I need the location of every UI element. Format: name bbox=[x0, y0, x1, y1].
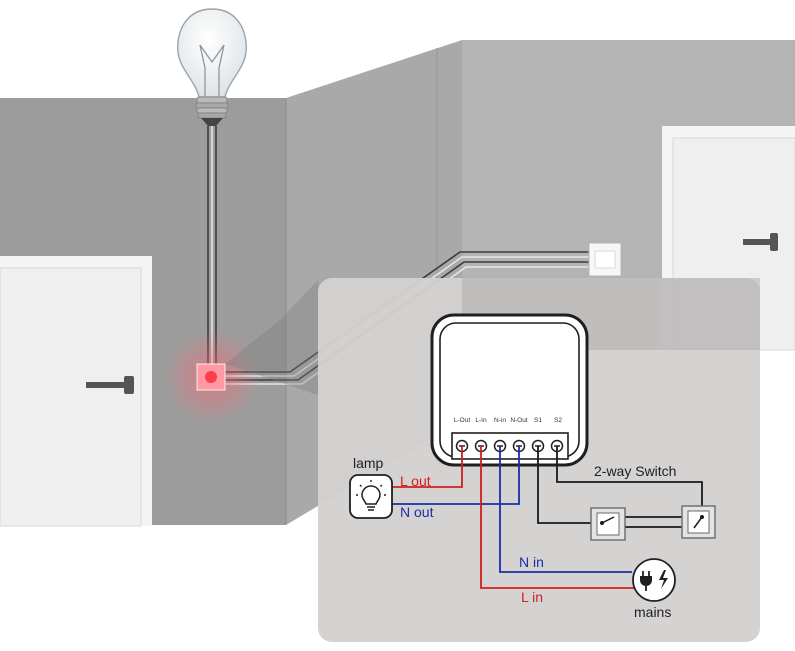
terminal-label-n-in: N-in bbox=[494, 417, 506, 424]
lamp-icon bbox=[349, 474, 393, 519]
terminal-label-n-out: N-Out bbox=[510, 417, 528, 424]
terminal-label-l-out: L-Out bbox=[453, 417, 471, 424]
wall-switch-icon bbox=[588, 242, 622, 277]
module-location-highlight bbox=[164, 329, 260, 425]
door-handle-icon bbox=[743, 233, 778, 251]
two-way-switch-icon bbox=[590, 507, 626, 541]
two-way-switch-icon bbox=[681, 505, 716, 539]
light-bulb-icon bbox=[177, 8, 247, 126]
door-handle-icon bbox=[86, 376, 134, 394]
n-out-label: N out bbox=[400, 504, 434, 520]
l-out-label: L out bbox=[400, 473, 431, 489]
terminal-label-s2: S2 bbox=[554, 417, 562, 424]
terminal-label-l-in: L-In bbox=[475, 417, 487, 424]
n-in-label: N in bbox=[519, 554, 544, 570]
plug-icon bbox=[640, 571, 652, 591]
s1-wire bbox=[537, 446, 596, 524]
l-out-wire bbox=[392, 446, 463, 488]
mains-socket bbox=[632, 558, 676, 602]
n-out-wire bbox=[392, 446, 520, 505]
l-in-label: L in bbox=[521, 589, 544, 605]
lightning-icon bbox=[659, 570, 668, 589]
left-door bbox=[0, 256, 152, 527]
s2-wire bbox=[556, 446, 703, 510]
two-way-switch-label: 2-way Switch bbox=[594, 463, 677, 479]
smart-module bbox=[430, 313, 589, 467]
lamp-label: lamp bbox=[353, 455, 384, 471]
mains-label: mains bbox=[634, 604, 672, 620]
n-in-wire bbox=[499, 446, 632, 573]
terminal-label-s1: S1 bbox=[534, 417, 542, 424]
